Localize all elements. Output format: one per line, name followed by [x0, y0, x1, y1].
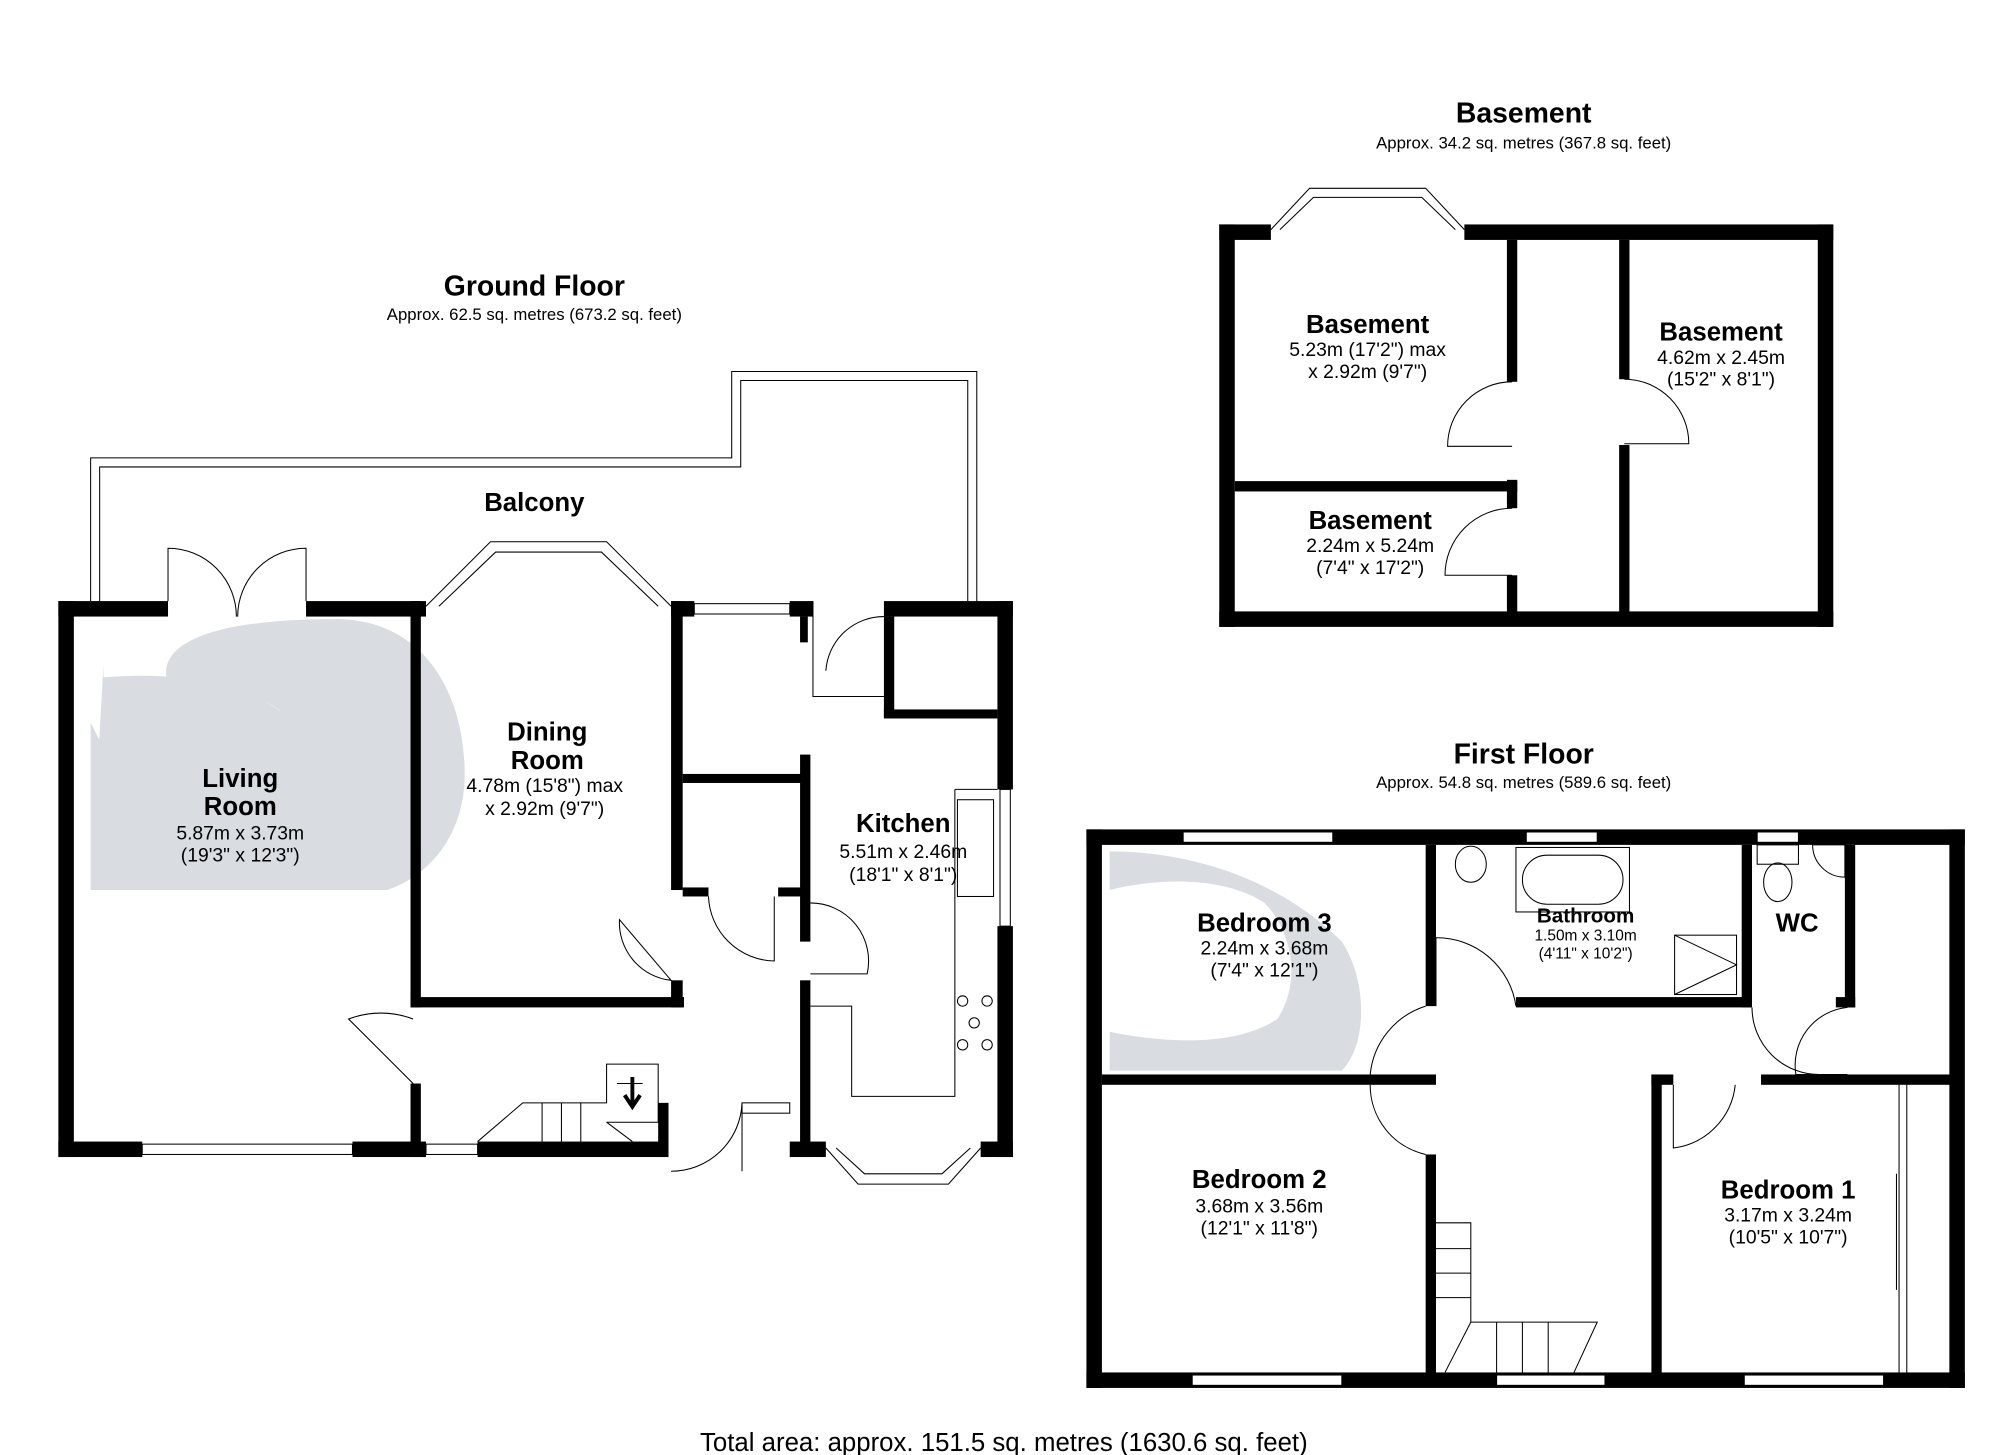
kitchen-units	[810, 788, 998, 1097]
ground-floor-stairs	[477, 1063, 659, 1142]
ground-floor-area: Approx. 62.5 sq. metres (673.2 sq. feet)	[387, 305, 682, 324]
ground-floor-walls	[58, 601, 1013, 1158]
first-floor-doors	[1369, 937, 1848, 1155]
bedroom-2-dim-2: (12'1" x 11'8")	[1201, 1217, 1318, 1239]
basement-room-2-dim-1: 4.62m x 2.45m	[1657, 347, 1785, 369]
basement-room-3-name: Basement	[1309, 507, 1433, 535]
first-floor-stairs	[1435, 1222, 1599, 1373]
basement-room-1-dim-1: 5.23m (17'2") max	[1289, 339, 1446, 361]
bedroom-1-name: Bedroom 1	[1721, 1176, 1856, 1204]
basement-room-3-dim-2: (7'4" x 17'2")	[1316, 557, 1424, 579]
living-room-name-1: Living	[202, 765, 278, 793]
bedroom-1-dim-2: (10'5" x 10'7")	[1729, 1226, 1848, 1248]
wc-name: WC	[1776, 909, 1819, 937]
basement-room-2-dim-2: (15'2" x 8'1")	[1667, 369, 1775, 391]
basement-room-1-name: Basement	[1306, 311, 1430, 339]
kitchen-dim-2: (18'1" x 8'1")	[849, 864, 957, 886]
bathroom-dim-1: 1.50m x 3.10m	[1534, 927, 1636, 944]
dining-room-name-1: Dining	[507, 718, 587, 746]
stairs-arrow-icon	[623, 1077, 642, 1111]
living-room-dim-1: 5.87m x 3.73m	[176, 823, 304, 845]
bedroom-3-dim-1: 2.24m x 3.68m	[1201, 938, 1329, 960]
dining-room-dim-2: x 2.92m (9'7")	[485, 798, 604, 820]
balcony-outline	[90, 370, 978, 602]
bedroom-1-dim-1: 3.17m x 3.24m	[1724, 1205, 1852, 1227]
basement-room-1-dim-2: x 2.92m (9'7")	[1308, 361, 1427, 383]
ground-floor-doors	[167, 547, 884, 1172]
living-room-name-2: Room	[204, 793, 277, 821]
basement-walls	[1219, 224, 1834, 627]
living-room-dim-2: (19'3" x 12'3")	[181, 845, 300, 867]
ground-floor: Ground Floor Approx. 62.5 sq. metres (67…	[58, 270, 1013, 1185]
dining-room-dim-1: 4.78m (15'8") max	[466, 775, 623, 797]
first-floor: First Floor Approx. 54.8 sq. metres (589…	[1086, 739, 1965, 1388]
ground-floor-windows	[141, 541, 1011, 1185]
bedroom-3-name: Bedroom 3	[1197, 909, 1332, 937]
first-floor-windows	[1182, 831, 1885, 1386]
kitchen-dim-1: 5.51m x 2.46m	[839, 841, 967, 863]
total-area: Total area: approx. 151.5 sq. metres (16…	[700, 1429, 1308, 1455]
bedroom-3-dim-2: (7'4" x 12'1")	[1210, 959, 1318, 981]
bathroom-dim-2: (4'11" x 10'2")	[1539, 945, 1633, 962]
basement-area: Approx. 34.2 sq. metres (367.8 sq. feet)	[1376, 133, 1671, 152]
basement-title: Basement	[1456, 98, 1592, 130]
first-floor-area: Approx. 54.8 sq. metres (589.6 sq. feet)	[1376, 773, 1671, 792]
bathroom-name: Bathroom	[1537, 904, 1634, 927]
first-floor-title: First Floor	[1454, 739, 1594, 771]
basement-room-2-name: Basement	[1659, 319, 1783, 347]
bedroom-2-dim-1: 3.68m x 3.56m	[1195, 1196, 1323, 1218]
basement-bay-window	[1270, 187, 1465, 230]
balcony-label: Balcony	[484, 489, 585, 517]
bedroom-2-name: Bedroom 2	[1192, 1166, 1327, 1194]
first-floor-fixtures	[1454, 844, 1908, 1373]
basement-doors	[1444, 378, 1690, 576]
dining-room-name-2: Room	[511, 747, 584, 775]
watermark-logo	[90, 619, 1362, 1071]
kitchen-name: Kitchen	[856, 810, 951, 838]
basement-floor: Basement Approx. 34.2 sq. metres (367.8 …	[1219, 98, 1834, 627]
basement-room-3-dim-1: 2.24m x 5.24m	[1306, 535, 1434, 557]
ground-floor-title: Ground Floor	[444, 270, 625, 302]
